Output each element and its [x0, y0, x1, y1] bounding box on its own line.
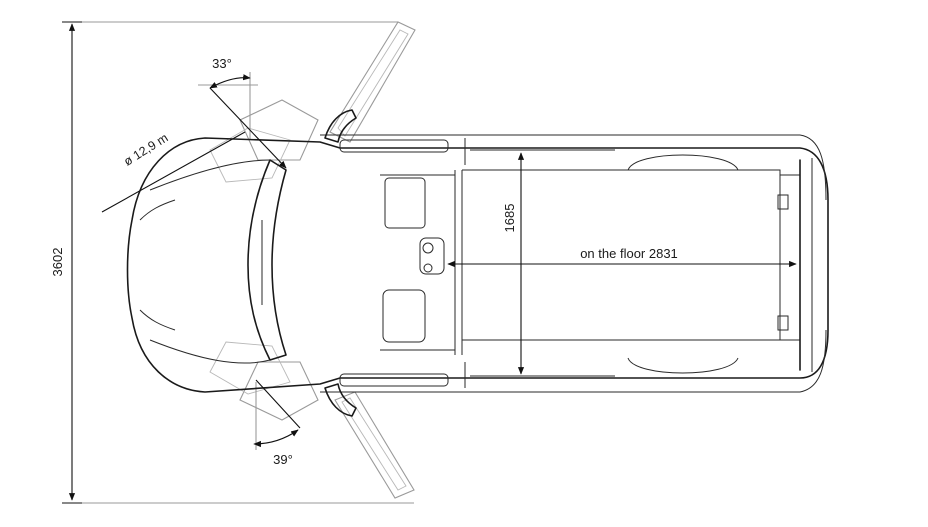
rear-door-angle-label: 39° — [273, 452, 293, 467]
interior-width-label: 1685 — [502, 204, 517, 233]
floor-length-label: on the floor 2831 — [580, 246, 678, 261]
overall-length-label: 3602 — [50, 248, 65, 277]
front-door-angle-marker — [209, 74, 251, 89]
open-doors-ghost — [72, 21, 416, 504]
turning-circle-label: ø 12,9 m — [121, 131, 170, 169]
front-door-angle-label: 33° — [212, 56, 232, 71]
turning-circle-leader — [101, 87, 287, 213]
rear-door-angle-marker — [253, 379, 301, 448]
van-outline — [126, 109, 829, 417]
overall-length-dimension — [62, 21, 82, 504]
